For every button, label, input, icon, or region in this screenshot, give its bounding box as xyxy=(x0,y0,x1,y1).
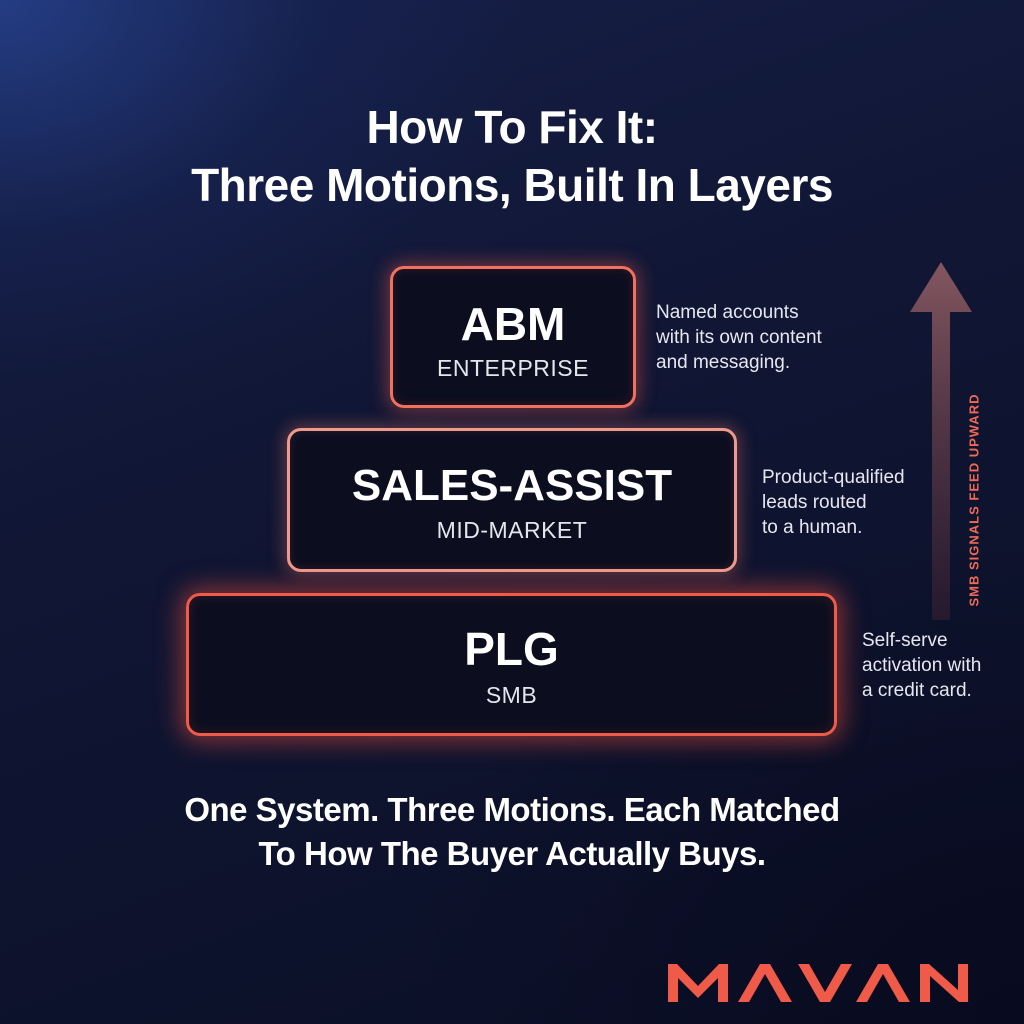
title-line-1: How To Fix It: xyxy=(366,101,658,153)
description-line: activation with xyxy=(862,655,982,676)
layer-abm: ABM ENTERPRISE xyxy=(390,266,636,408)
layer-abm-name: ABM xyxy=(460,298,566,350)
description-line: to a human. xyxy=(762,517,863,538)
description-line: and messaging. xyxy=(656,352,791,373)
layer-abm-segment: ENTERPRISE xyxy=(437,355,589,381)
footer-tagline: One System. Three Motions. Each Matched … xyxy=(0,788,1024,876)
description-line: Self-serve xyxy=(862,630,948,651)
page-title: How To Fix It: Three Motions, Built In L… xyxy=(0,98,1024,214)
layer-plg: PLG SMB xyxy=(186,593,837,736)
layer-plg-description: Self-serve activation with a credit card… xyxy=(862,628,981,703)
brand-logo xyxy=(668,964,968,1002)
layer-sales-assist-name: SALES-ASSIST xyxy=(351,461,673,510)
description-line: with its own content xyxy=(656,327,822,348)
description-line: Product-qualified xyxy=(762,467,905,488)
layer-plg-name: PLG xyxy=(464,623,559,675)
layer-plg-segment: SMB xyxy=(485,682,538,708)
layer-sales-assist: SALES-ASSIST MID-MARKET xyxy=(287,428,737,572)
layer-abm-description: Named accounts with its own content and … xyxy=(656,300,822,375)
upward-arrow-icon xyxy=(910,262,972,620)
layer-sales-assist-segment: MID-MARKET xyxy=(436,517,588,543)
footer-line-1: One System. Three Motions. Each Matched xyxy=(184,791,840,828)
title-line-2: Three Motions, Built In Layers xyxy=(191,159,833,211)
layer-sales-assist-description: Product-qualified leads routed to a huma… xyxy=(762,465,905,540)
description-line: a credit card. xyxy=(862,680,972,701)
arrow-label-text: SMB SIGNALS FEED UPWARD xyxy=(966,393,982,607)
description-line: leads routed xyxy=(762,492,867,513)
footer-line-2: To How The Buyer Actually Buys. xyxy=(258,835,766,872)
description-line: Named accounts xyxy=(656,302,799,323)
